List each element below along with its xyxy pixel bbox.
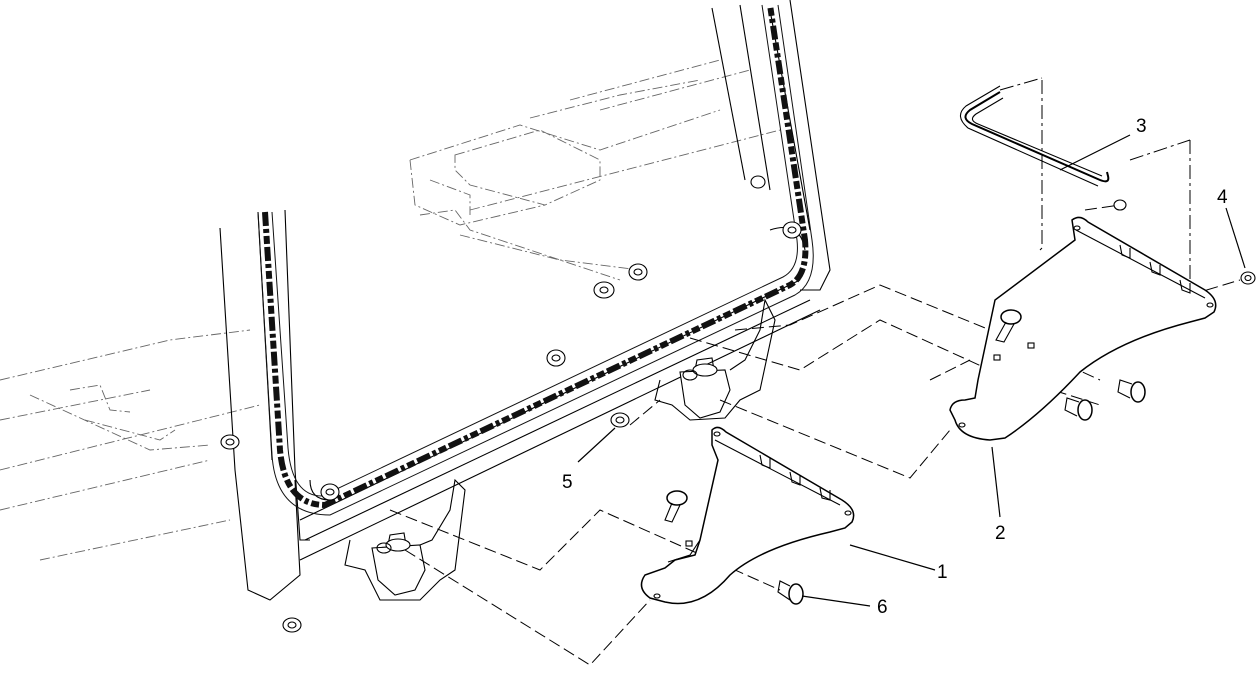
carriage-bolt-part-6 — [777, 580, 804, 605]
carriage-bolt-icon — [1117, 379, 1146, 403]
callout-3: 3 — [1136, 116, 1147, 137]
callout-6: 6 — [877, 597, 888, 618]
carriage-bolt-icon — [664, 490, 688, 523]
nut-icon — [750, 175, 766, 189]
carriage-bolt-icon — [995, 309, 1022, 343]
handle-rod-part-3 — [959, 85, 1110, 187]
frame-mount-right — [654, 298, 776, 421]
callout-2: 2 — [995, 523, 1006, 544]
frame-fasteners — [220, 175, 802, 501]
nut-icon — [220, 434, 240, 450]
callout-labels: 1 2 3 4 5 6 — [562, 116, 1228, 618]
nut-icon — [1240, 271, 1256, 285]
flange-nut-icon — [282, 617, 302, 633]
callout-4: 4 — [1217, 187, 1228, 208]
carriage-bolt-icon — [1064, 397, 1093, 421]
nut-icon — [320, 483, 340, 501]
phantom-body-lines — [0, 59, 781, 561]
bracket-part-2 — [949, 216, 1217, 441]
nut-icon — [628, 263, 648, 281]
callout-1: 1 — [937, 562, 948, 583]
flange-nut-part-5 — [610, 412, 630, 428]
nut-icon — [593, 281, 615, 299]
door-frame — [219, 0, 831, 601]
leader-lines — [577, 134, 1246, 607]
nut-icon — [546, 349, 566, 367]
nut-icon — [782, 221, 802, 239]
callout-5: 5 — [562, 472, 573, 493]
bracket-part-1 — [640, 426, 855, 605]
nut-icon — [1113, 199, 1127, 211]
frame-mount-left — [344, 478, 466, 601]
